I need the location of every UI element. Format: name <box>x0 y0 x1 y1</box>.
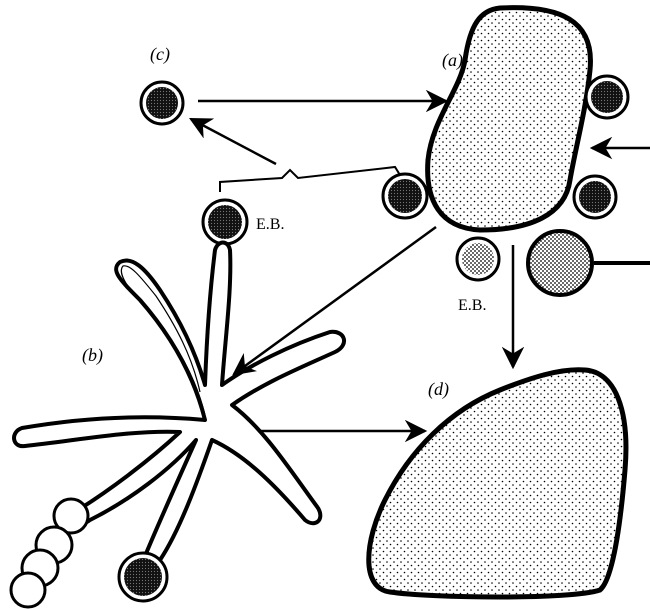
stage-c-elementary-body <box>141 82 183 124</box>
arrow-brace-to-c <box>191 119 276 164</box>
elementary-body-lower-hypha <box>119 553 167 601</box>
label-b: (b) <box>82 345 103 366</box>
stage-a-host-cell <box>428 8 591 230</box>
label-eb-top: E.B. <box>256 216 284 233</box>
initial-body-light <box>528 231 592 295</box>
label-c: (c) <box>150 44 170 65</box>
bead-chain-lower-left <box>11 499 88 607</box>
brace <box>220 167 400 192</box>
elementary-body-hypha-tip <box>203 200 247 244</box>
label-a: (a) <box>442 50 463 71</box>
elementary-body-right-top <box>586 76 628 118</box>
elementary-body-right-middle <box>574 176 616 218</box>
elementary-body-left <box>383 174 427 218</box>
label-eb-bottom: E.B. <box>458 297 486 314</box>
stage-d-host-cell <box>369 370 626 597</box>
elementary-body-bottom <box>457 238 499 280</box>
label-d: (d) <box>428 379 449 400</box>
